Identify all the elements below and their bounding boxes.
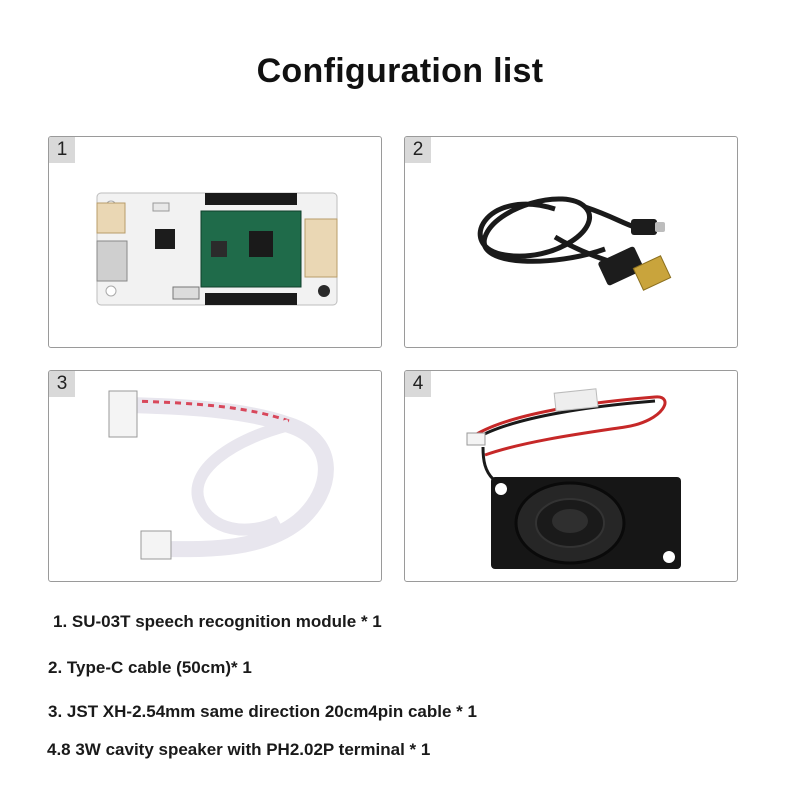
- panel-number: 2: [405, 137, 431, 163]
- speech-module-board-image: [96, 192, 338, 306]
- list-item: 4.8 3W cavity speaker with PH2.02P termi…: [47, 740, 431, 759]
- list-item: 3. JST XH-2.54mm same direction 20cm4pin…: [48, 702, 477, 721]
- item-panel-3: 3: [48, 370, 382, 582]
- cavity-speaker-image: [466, 388, 681, 569]
- panel-number: 3: [49, 371, 75, 397]
- list-item: 1. SU-03T speech recognition module * 1: [53, 612, 382, 631]
- item-panel-1: 1: [48, 136, 382, 348]
- list-item: 2. Type-C cable (50cm)* 1: [48, 658, 252, 677]
- panel-number: 4: [405, 371, 431, 397]
- usb-type-c-cable-image: [477, 196, 672, 291]
- jst-ribbon-cable-image: [108, 390, 334, 560]
- item-panel-4: 4: [404, 370, 738, 582]
- item-panel-2: 2: [404, 136, 738, 348]
- panel-number: 1: [49, 137, 75, 163]
- page-title: Configuration list: [256, 52, 544, 90]
